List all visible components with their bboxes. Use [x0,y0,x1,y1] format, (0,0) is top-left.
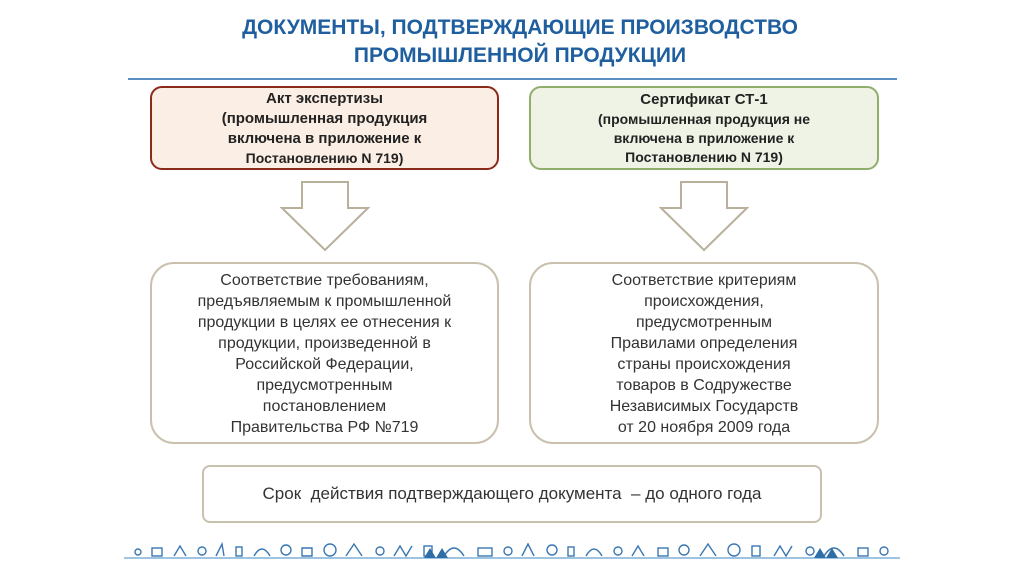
title-divider [128,78,897,80]
down-arrow-icon-left [280,181,370,252]
requirements-line: продукции в целях ее отнесения к [197,314,452,331]
requirements-line: предъявляемым к промышленной [197,293,452,310]
validity-period-box: Срок действия подтверждающего документа … [202,465,822,523]
criteria-line: товаров в Содружестве [616,377,792,394]
requirements-line: предусмотренным [256,377,393,394]
criteria-line: происхождения, [644,293,764,310]
certificate-line-2: (промышленная продукция не [597,110,810,127]
certificate-title: Сертификат СТ-1 [640,90,768,108]
certificate-line-3: включена в приложение к [613,129,795,146]
certificate-line-4: Постановлению N 719) [625,148,783,165]
requirements-line: Соответствие требованиям, [220,272,429,289]
origin-criteria-box: Соответствие критериям происхождения, пр… [529,262,879,444]
requirements-line: продукции, произведенной в [218,335,431,352]
title-line-1: ДОКУМЕНТЫ, ПОДТВЕРЖДАЮЩИЕ ПРОИЗВОДСТВО [242,16,798,39]
criteria-line: Правилами определения [610,335,798,352]
requirements-compliance-box: Соответствие требованиям, предъявляемым … [150,262,499,444]
expertise-act-box: Акт экспертизы (промышленная продукция в… [150,86,499,170]
requirements-line: Правительства РФ №719 [230,419,419,436]
criteria-line: Соответствие критериям [611,272,797,289]
expertise-act-title: Акт экспертизы [266,89,383,107]
criteria-line: предусмотренным [635,314,773,331]
title-line-2: ПРОМЫШЛЕННОЙ ПРОДУКЦИИ [353,44,687,67]
down-arrow-icon-right [659,181,749,252]
decorative-footer-icons [124,541,900,559]
validity-period-text: Срок действия подтверждающего документа … [262,484,762,503]
requirements-line: постановлением [262,398,387,415]
criteria-line: страны происхождения [617,356,791,373]
criteria-line: Независимых Государств [609,398,799,415]
expertise-act-line-4: Постановлению N 719) [245,149,404,166]
page-title: ДОКУМЕНТЫ, ПОДТВЕРЖДАЮЩИЕ ПРОИЗВОДСТВО П… [120,14,920,70]
certificate-st1-box: Сертификат СТ-1 (промышленная продукция … [529,86,879,170]
expertise-act-line-2: (промышленная продукция [221,109,428,127]
criteria-line: от 20 ноября 2009 года [617,419,791,436]
requirements-line: Российской Федерации, [235,356,414,373]
expertise-act-line-3: включена в приложение к [227,129,422,147]
